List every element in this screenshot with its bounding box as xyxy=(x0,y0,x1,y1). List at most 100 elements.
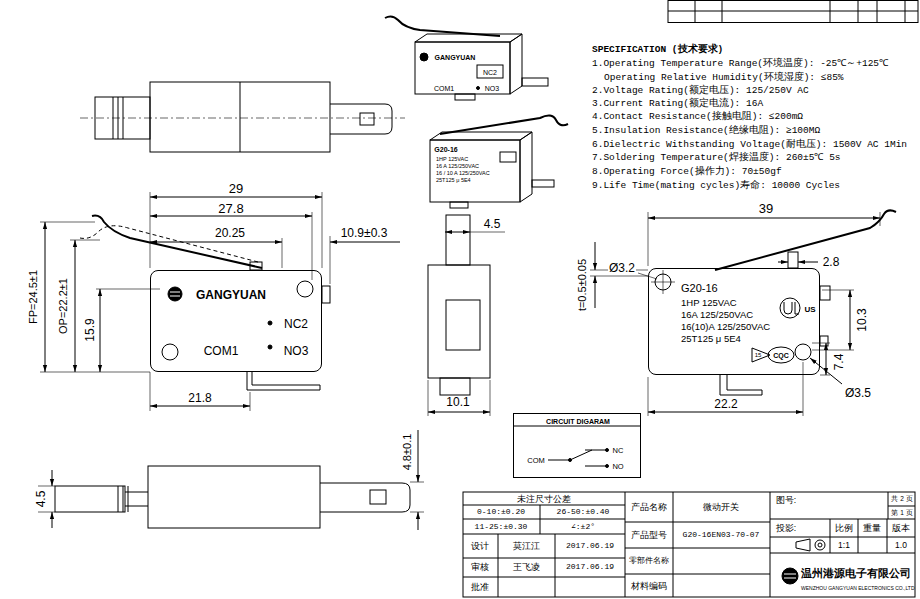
title-block-part xyxy=(463,519,625,520)
brand-name: GANGYUAN xyxy=(196,289,266,301)
pin-label: NO xyxy=(612,463,623,471)
table-cell: G20-16EN03-70-07 xyxy=(683,531,760,539)
title-block-part xyxy=(463,492,915,597)
front-view xyxy=(80,216,330,390)
dimension-lines-part xyxy=(150,216,312,217)
right-view-part xyxy=(812,343,830,344)
side-view-part xyxy=(446,215,470,265)
side-view-part xyxy=(440,378,470,395)
spec-item: Operating Relative Humidity(环境湿度): ≤85% xyxy=(604,73,844,83)
title-block-part xyxy=(463,558,625,559)
circuit-box: CIRCUIT DIGARAMCOMNCNO xyxy=(513,413,641,478)
dimension: FP=24.5±1 xyxy=(28,269,39,325)
table-cell: 产品名称 xyxy=(631,503,667,512)
bottom-view-part xyxy=(418,430,419,482)
header-table-part xyxy=(877,0,878,22)
dimension-lines-part xyxy=(150,197,322,198)
top-view-part xyxy=(360,113,374,125)
bottom-view-part xyxy=(125,506,148,507)
title-block-part xyxy=(498,534,499,597)
bottom-view-part xyxy=(52,512,53,528)
title-block-part xyxy=(782,568,798,584)
bottom-view-part xyxy=(410,482,424,483)
cert-mark: 15 xyxy=(755,352,762,358)
right-view-part xyxy=(788,252,798,268)
iso-view-part xyxy=(415,42,510,94)
bottom-view-part xyxy=(148,466,320,528)
spec-item: 3.Current Rating(额定电流): 16A xyxy=(592,99,763,109)
dimension-lines-part xyxy=(40,372,150,373)
iso-view-part xyxy=(477,87,480,90)
right-view-part xyxy=(812,350,854,351)
table-cell: 产品型号 xyxy=(631,531,667,540)
pin-label: NO3 xyxy=(284,345,309,357)
top-view-part xyxy=(240,82,241,152)
iso-view-part xyxy=(522,78,548,86)
table-cell: 批准 xyxy=(471,583,489,592)
brand-name: GANGYUAN xyxy=(435,54,476,61)
rating-text: 16 / 10 A 125/250VAC xyxy=(436,171,490,177)
bottom-view-part xyxy=(55,486,125,512)
dimension: 15.9 xyxy=(84,317,96,342)
right-view-part xyxy=(720,375,762,395)
right-view-part xyxy=(820,286,830,300)
table-cell: 未注尺寸公差 xyxy=(517,495,571,504)
table-cell: 投影: xyxy=(776,524,796,533)
dimension: 22.2 xyxy=(713,398,738,410)
iso-view-part xyxy=(510,34,522,94)
right-view-part xyxy=(648,212,649,266)
bottom-view-part xyxy=(52,470,53,486)
dimension: Ø3.2 xyxy=(608,262,636,274)
title-block-part xyxy=(858,519,859,553)
title-block-part xyxy=(555,534,556,597)
side-view-part xyxy=(490,380,491,416)
dimension-lines-part xyxy=(330,236,331,284)
top-view-part xyxy=(330,104,392,134)
dimension: 7.4 xyxy=(833,353,845,372)
title-block-part xyxy=(818,543,822,547)
title-block-part xyxy=(625,548,770,549)
circuit-symbol xyxy=(513,426,641,468)
title-block-part xyxy=(770,553,915,554)
table-cell: 材料编码 xyxy=(631,582,667,591)
dimension: 4.8±0.1 xyxy=(402,433,413,472)
right-view-part xyxy=(590,276,648,277)
front-view-part xyxy=(80,226,258,262)
right-view-part xyxy=(648,412,803,413)
spec-item: 5.Insulation Resistance(绝缘电阻): ≥100MΩ xyxy=(592,126,820,136)
bottom-view-part xyxy=(370,490,386,504)
header-table xyxy=(668,0,918,23)
header-table-part xyxy=(830,0,831,22)
right-view-part xyxy=(795,344,811,360)
dimension: Ø3.5 xyxy=(844,387,872,399)
rating-text: 1HP 125VAC xyxy=(681,298,737,308)
front-view-part xyxy=(250,262,262,270)
side-view-part xyxy=(428,412,490,413)
bottom-view-part xyxy=(123,486,124,512)
dimension: 20.25 xyxy=(214,227,246,239)
iso-view-part xyxy=(415,34,522,42)
table-cell: 1.0 xyxy=(895,541,907,550)
pin-label: COM1 xyxy=(434,85,454,92)
title-block-part xyxy=(673,492,674,597)
dimension-lines-part xyxy=(100,289,101,372)
dimension: 10.1 xyxy=(445,396,470,408)
right-view-part xyxy=(822,290,854,291)
spec-item: 8.Operating Force(操作力): 70±50gf xyxy=(592,167,782,177)
right-view-part xyxy=(715,210,896,270)
right-view-part xyxy=(784,302,799,314)
title-block-part xyxy=(463,534,625,535)
spec-heading: SPECIFICATION (技术要求) xyxy=(592,45,723,55)
dimension: 4.5 xyxy=(483,218,502,230)
title-block-part xyxy=(463,505,625,506)
bottom-view-part xyxy=(125,492,148,493)
dimension-lines-part xyxy=(250,392,251,411)
bottom-view-part xyxy=(118,486,119,512)
rating-text: 16(10)A 125/250VAC xyxy=(681,322,770,332)
spec-item: 9.Life Time(mating cycles)寿命: 10000 Cycl… xyxy=(592,181,840,191)
title-block-part xyxy=(770,519,915,520)
right-view-part xyxy=(820,375,830,376)
circuit-symbol-part xyxy=(606,465,609,468)
front-view-part xyxy=(322,286,330,303)
table-cell: 第 1 页 xyxy=(891,510,912,517)
